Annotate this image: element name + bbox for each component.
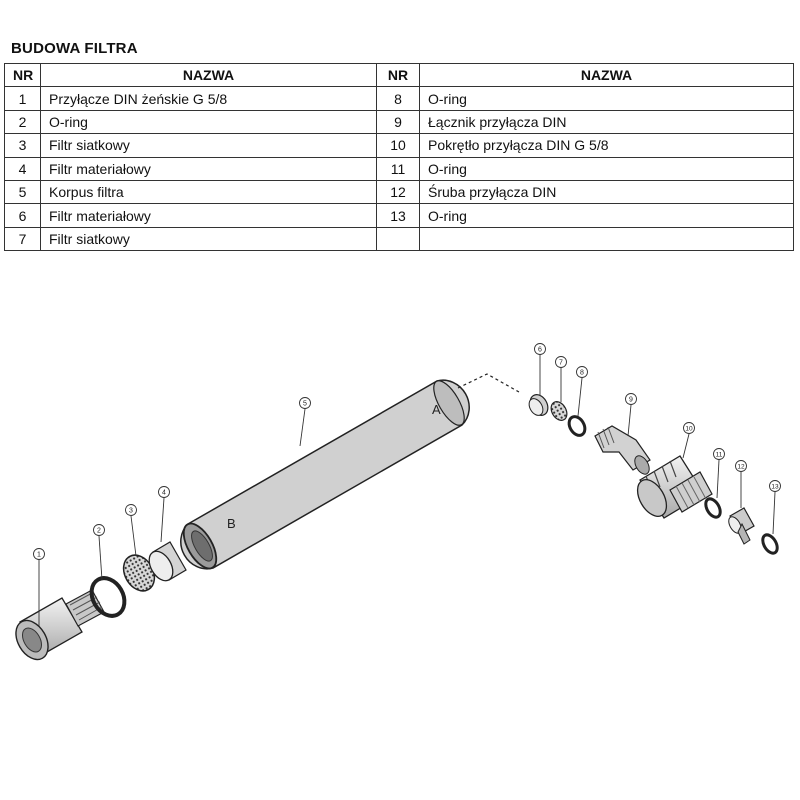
page-title: BUDOWA FILTRA [11, 40, 138, 57]
cell-name: Pokrętło przyłącza DIN G 5/8 [419, 133, 794, 158]
din-connector-screw [728, 507, 755, 545]
cell-name: Korpus filtra [40, 179, 377, 205]
cell-nr: 6 [4, 203, 41, 228]
callout-bubble-2 [93, 524, 105, 536]
header-nr-right: NR [376, 62, 420, 88]
cell-name: Filtr siatkowy [40, 226, 377, 252]
cell-nr: 9 [376, 109, 420, 135]
header-name-right: NAZWA [419, 62, 794, 88]
o-ring-2 [89, 576, 127, 618]
exploded-view-diagram: A B [15, 343, 781, 661]
callout-bubble-4 [158, 486, 170, 498]
callout-leaders [38, 355, 776, 626]
cell-name: Przyłącze DIN żeńskie G 5/8 [40, 86, 377, 111]
callout-bubble-7 [555, 356, 567, 368]
cell-name: Śruba przyłącza DIN [419, 179, 794, 205]
cell-nr [376, 226, 420, 252]
callout-1: 1 [37, 552, 41, 559]
callout-4: 4 [162, 490, 166, 497]
callout-10: 10 [685, 426, 693, 433]
callout-2: 2 [97, 528, 101, 535]
callout-8: 8 [580, 370, 584, 377]
end-label-a: A [432, 402, 441, 417]
o-ring-8 [567, 415, 587, 437]
table-header-row: NR NAZWA NR NAZWA [4, 62, 794, 88]
callout-12: 12 [737, 464, 745, 471]
o-ring-13 [761, 533, 779, 555]
cell-nr: 7 [4, 226, 41, 252]
callout-3: 3 [129, 508, 133, 515]
cell-name [419, 226, 794, 252]
callout-bubble-1 [33, 548, 45, 560]
cell-name: Łącznik przyłącza DIN [419, 109, 794, 135]
cell-nr: 8 [376, 86, 420, 111]
end-label-b: B [227, 516, 236, 531]
callout-5: 5 [303, 401, 307, 408]
cell-nr: 4 [4, 156, 41, 181]
cell-name: Filtr materiałowy [40, 156, 377, 181]
mesh-filter-7 [550, 401, 568, 421]
parts-table: NR NAZWA NR NAZWA 1 Przyłącze DIN żeński… [4, 62, 794, 252]
callout-bubble-3 [125, 504, 137, 516]
callout-7: 7 [559, 360, 563, 367]
cell-name: O-ring [419, 156, 794, 181]
cell-nr: 11 [376, 156, 420, 181]
table-row: 6 Filtr materiałowy 13 O-ring [4, 203, 794, 228]
filter-body-tube [180, 379, 470, 570]
table-row: 2 O-ring 9 Łącznik przyłącza DIN [4, 109, 794, 135]
cell-nr: 13 [376, 203, 420, 228]
callout-bubble-9 [625, 393, 637, 405]
cell-name: O-ring [419, 86, 794, 111]
callout-bubble-10 [683, 422, 695, 434]
cell-name: Filtr siatkowy [40, 133, 377, 158]
callout-bubble-12 [735, 460, 747, 472]
cell-nr: 3 [4, 133, 41, 158]
cell-name: O-ring [419, 203, 794, 228]
table-row: 4 Filtr materiałowy 11 O-ring [4, 156, 794, 181]
table-row: 7 Filtr siatkowy [4, 226, 794, 252]
material-filter-6 [528, 394, 549, 416]
cell-nr: 2 [4, 109, 41, 135]
callout-bubble-13 [769, 480, 781, 492]
callout-bubble-5 [299, 397, 311, 409]
cell-name: Filtr materiałowy [40, 203, 377, 228]
callout-bubble-11 [713, 448, 725, 460]
callout-bubble-6 [534, 343, 546, 355]
din-knob-10 [636, 455, 713, 519]
callout-9: 9 [629, 397, 633, 404]
callout-11: 11 [716, 452, 723, 459]
assembly-line [457, 373, 520, 393]
cell-nr: 1 [4, 86, 41, 111]
table-row: 1 Przyłącze DIN żeńskie G 5/8 8 O-ring [4, 86, 794, 111]
cell-nr: 12 [376, 179, 420, 205]
o-ring-11 [704, 497, 722, 519]
table-row: 3 Filtr siatkowy 10 Pokrętło przyłącza D… [4, 133, 794, 158]
cell-name: O-ring [40, 109, 377, 135]
cell-nr: 5 [4, 179, 41, 205]
callout-bubble-8 [576, 366, 588, 378]
material-filter-4 [148, 541, 187, 582]
din-connector-female [15, 589, 105, 661]
callout-6: 6 [538, 347, 542, 354]
callout-13: 13 [771, 484, 779, 491]
header-nr-left: NR [4, 62, 41, 88]
table-row: 5 Korpus filtra 12 Śruba przyłącza DIN [4, 179, 794, 205]
cell-nr: 10 [376, 133, 420, 158]
header-name-left: NAZWA [40, 62, 377, 88]
din-connector-coupler [594, 425, 651, 475]
